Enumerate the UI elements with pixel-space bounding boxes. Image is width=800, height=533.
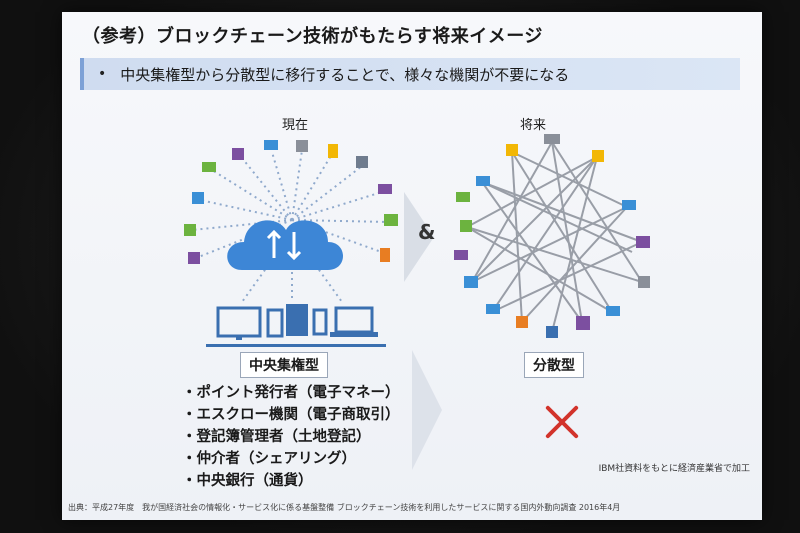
- cloud-icon: [486, 304, 500, 314]
- cloud-icon: [606, 306, 620, 316]
- key-message-banner: • 中央集権型から分散型に移行することで、様々な機関が不要になる: [80, 58, 740, 90]
- shopping-bag-icon: [264, 140, 278, 150]
- distributed-network-diagram: [454, 134, 650, 338]
- pill-icon: [454, 250, 468, 260]
- cloud-icon: [476, 176, 490, 186]
- laptop-icon: [330, 306, 378, 337]
- distributed-label: 分散型: [524, 352, 584, 378]
- forklift-icon: [378, 184, 392, 194]
- car-icon: [202, 162, 216, 172]
- car-icon: [456, 192, 470, 202]
- ampersand: &: [418, 220, 436, 244]
- banner-bullet: •: [98, 66, 107, 82]
- truck-icon: [544, 134, 560, 144]
- cloud-icon: [227, 220, 343, 270]
- not-needed-cross-icon: [544, 404, 580, 440]
- pill-icon: [576, 316, 590, 330]
- shopping-bag-icon: [592, 150, 604, 162]
- centralized-label: 中央集権型: [240, 352, 328, 378]
- smartphone-icon: [266, 308, 284, 338]
- monitor-icon: [384, 214, 398, 226]
- cctv-camera-icon: [296, 140, 308, 152]
- tablet-icon: [286, 304, 308, 336]
- smartphone-icon: [312, 308, 328, 336]
- banner-text: 中央集権型から分散型に移行することで、様々な機関が不要になる: [120, 65, 570, 84]
- citation: 出典：平成27年度 我が国経済社会の情報化・サービス化に係る基盤整備 ブロックチ…: [68, 503, 621, 512]
- shopping-bag-icon: [546, 326, 558, 338]
- oil-barrel-icon: [516, 316, 528, 328]
- shopping-cart-icon: [192, 192, 204, 204]
- list-item: ・エスクロー機関（電子商取引）: [182, 407, 400, 423]
- list-item: ・中央銀行（通貨）: [182, 473, 313, 489]
- cloud-icon: [464, 276, 478, 288]
- cloud-icon: [622, 200, 636, 210]
- lower-chevron: [412, 350, 442, 470]
- bottle-icon: [328, 144, 338, 158]
- forklift-icon: [636, 236, 650, 248]
- intermediaries-list: ・ポイント発行者（電子マネー） ・エスクロー機関（電子商取引） ・登記簿管理者（…: [182, 382, 400, 492]
- list-item: ・登記簿管理者（土地登記）: [182, 429, 371, 445]
- slide-title: （参考）ブロックチェーン技術がもたらす将来イメージ: [82, 26, 543, 47]
- door-icon: [184, 224, 196, 236]
- monitor-icon: [216, 306, 262, 340]
- slide: （参考）ブロックチェーン技術がもたらす将来イメージ • 中央集権型から分散型に移…: [62, 12, 762, 520]
- shopping-bag-icon: [232, 148, 244, 160]
- transition-chevron: [404, 192, 434, 282]
- pill-icon: [380, 248, 390, 262]
- list-item: ・ポイント発行者（電子マネー）: [182, 385, 400, 401]
- bottle-icon: [506, 144, 518, 156]
- source-note: IBM社資料をもとに経済産業省で加工: [598, 464, 750, 474]
- current-heading: 現在: [282, 118, 309, 133]
- door-icon: [460, 220, 472, 232]
- list-item: ・仲介者（シェアリング）: [182, 451, 356, 467]
- cctv-camera-icon: [638, 276, 650, 288]
- pill-icon: [188, 252, 200, 264]
- centralized-diagram: [184, 140, 398, 347]
- future-heading: 将来: [520, 118, 547, 133]
- speaker-icon: [356, 156, 368, 168]
